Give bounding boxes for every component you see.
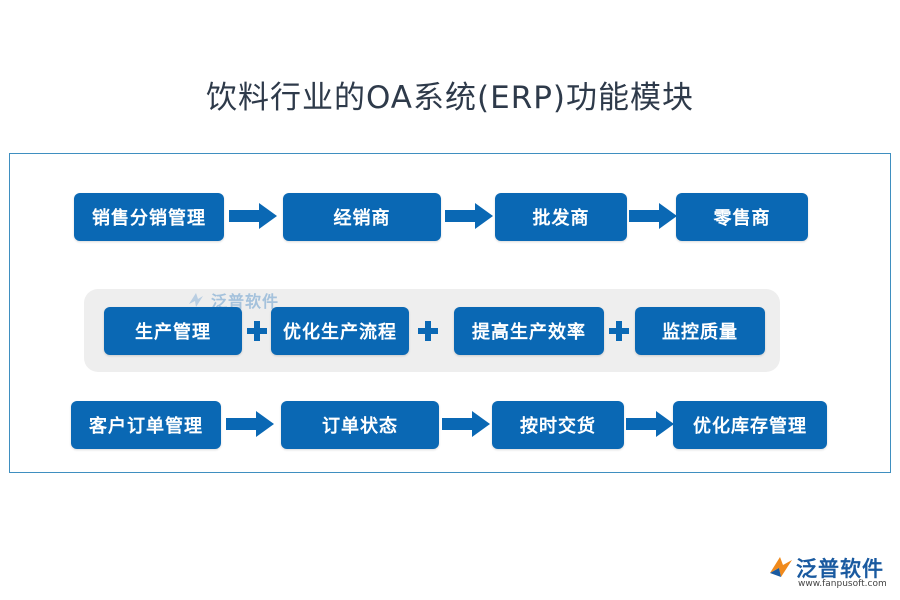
watermark-text: 泛普软件	[211, 292, 280, 311]
flow-box: 经销商	[283, 193, 441, 241]
flow-box: 客户订单管理	[71, 401, 221, 449]
arrow-right-icon	[226, 411, 274, 437]
flow-box: 生产管理	[104, 307, 242, 355]
plus-icon	[609, 321, 629, 341]
arrow-right-icon	[442, 411, 490, 437]
flow-box: 按时交货	[492, 401, 624, 449]
arrow-right-icon	[445, 203, 493, 229]
page-title: 饮料行业的OA系统(ERP)功能模块	[205, 80, 695, 116]
arrow-right-icon	[229, 203, 277, 229]
brand-logo: 泛普软件 www.fanpusoft.com	[768, 553, 896, 593]
flow-box: 销售分销管理	[74, 193, 224, 241]
fanpu-logo-icon	[770, 557, 792, 577]
plus-icon	[247, 321, 267, 341]
flow-box: 监控质量	[635, 307, 765, 355]
flow-box: 提高生产效率	[454, 307, 604, 355]
watermark-logo: 泛普软件	[186, 289, 279, 311]
plus-icon	[418, 321, 438, 341]
flow-box: 优化库存管理	[673, 401, 827, 449]
fanpu-logo-icon	[189, 293, 203, 307]
flow-box: 优化生产流程	[271, 307, 409, 355]
arrow-right-icon	[626, 411, 674, 437]
flow-box: 零售商	[676, 193, 808, 241]
flow-box: 订单状态	[281, 401, 439, 449]
flow-box: 批发商	[495, 193, 627, 241]
arrow-right-icon	[629, 203, 677, 229]
brand-name: 泛普软件	[796, 557, 884, 581]
brand-url: www.fanpusoft.com	[798, 579, 887, 589]
